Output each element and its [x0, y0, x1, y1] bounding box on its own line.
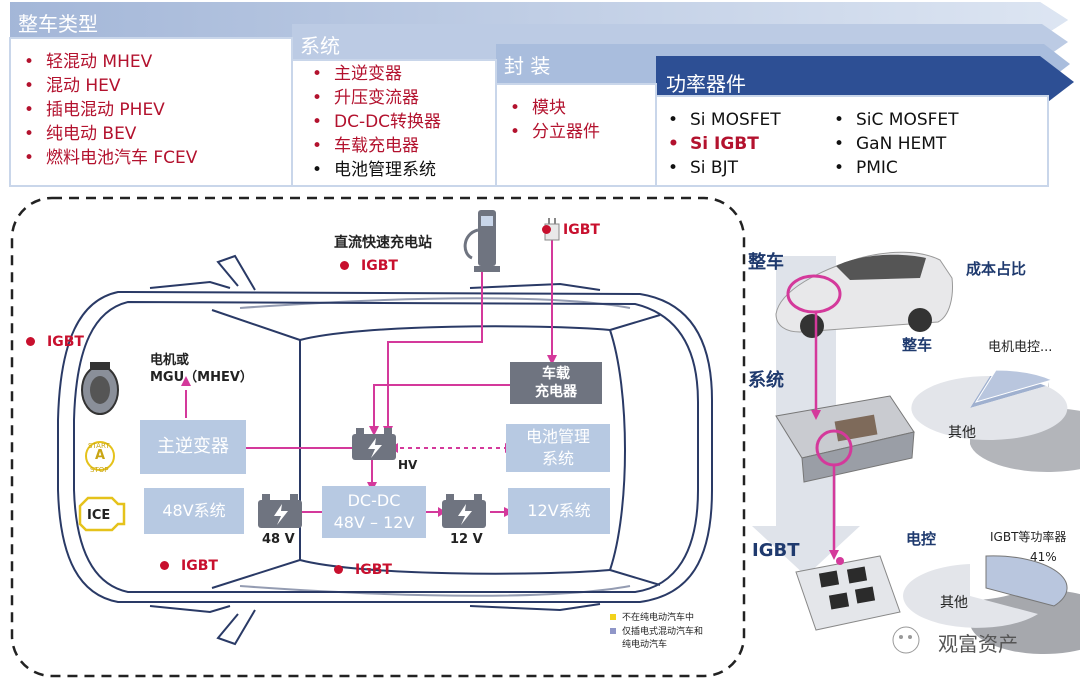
igbt-dot	[542, 224, 551, 234]
list-item: 主逆变器	[310, 62, 441, 86]
12v-system-box: 12V系统	[508, 488, 610, 534]
pie1-other-label: 其他	[948, 425, 976, 441]
system-label: 系统	[748, 370, 784, 391]
pie1-slice-label: 电机电控...	[988, 340, 1053, 355]
package-list: 模块 分立器件	[508, 96, 600, 144]
list-item: 插电混动 PHEV	[22, 98, 197, 122]
igbt-label-48v: IGBT	[160, 558, 218, 574]
onboard-charger-box: 车载 充电器	[510, 362, 602, 404]
pie2-other-label: 其他	[940, 595, 968, 611]
system-title: 系统	[300, 34, 340, 58]
list-item: 升压变流器	[310, 86, 441, 110]
list-item: 纯电动 BEV	[22, 122, 197, 146]
dc-station-label: 直流快速充电站	[334, 235, 432, 251]
start-label: START	[88, 442, 110, 450]
vehicle-type-list: 轻混动 MHEV 混动 HEV 插电混动 PHEV 纯电动 BEV 燃料电池汽车…	[22, 50, 197, 170]
pie2-slice-label: IGBT等功率器	[990, 530, 1067, 544]
list-item: GaN HEMT	[832, 132, 959, 156]
pie2-slice-percent: 41%	[1030, 550, 1057, 564]
engine-icon	[78, 496, 126, 532]
pie1-title: 整车	[902, 336, 933, 354]
watermark-icon	[892, 626, 920, 654]
list-item: SiC MOSFET	[832, 108, 959, 132]
12v-battery-label: 12 V	[450, 532, 483, 547]
igbt-label-motor: IGBT	[26, 334, 84, 350]
igbt-label-charger-station: IGBT	[340, 258, 398, 274]
list-item: 分立器件	[508, 120, 600, 144]
legend-swatch-purple	[610, 628, 616, 634]
igbt-module-image	[795, 555, 901, 631]
package-title: 封 装	[504, 54, 551, 78]
list-item: Si BJT	[666, 156, 781, 180]
legend-item-3: 纯电动汽车	[622, 640, 668, 650]
bms-box: 电池管理 系统	[506, 424, 610, 472]
igbt-dot	[160, 560, 169, 570]
motor-label: 电机或 MGU（MHEV）	[150, 353, 253, 385]
legend-swatch-yellow	[610, 614, 616, 620]
igbt-dot	[334, 564, 343, 574]
list-item: Si IGBT	[666, 132, 781, 156]
igbt-module-label: IGBT	[752, 540, 800, 561]
ice-label: ICE	[87, 508, 111, 523]
igbt-label-dcdc: IGBT	[334, 562, 392, 578]
list-item: 燃料电池汽车 FCEV	[22, 146, 197, 170]
list-item: 电池管理系统	[310, 158, 441, 182]
power-device-title: 功率器件	[666, 72, 746, 96]
pie-chart-controller	[903, 555, 1080, 654]
vehicle-type-title: 整车类型	[18, 12, 98, 36]
vehicle-label: 整车	[748, 252, 784, 273]
48v-system-box: 48V系统	[144, 488, 244, 534]
inverter-image	[775, 395, 915, 483]
right-panel-graphics	[752, 251, 1080, 654]
cost-share-title: 成本占比	[966, 260, 1027, 278]
hv-label: HV	[398, 458, 418, 472]
motor-icon	[81, 362, 119, 415]
charging-station-icon	[463, 210, 500, 272]
stop-label: STOP	[90, 466, 109, 474]
48v-battery-label: 48 V	[262, 532, 295, 547]
inverter-box: 主逆变器	[140, 420, 246, 474]
igbt-dot	[26, 336, 35, 346]
list-item: 车载充电器	[310, 134, 441, 158]
list-item: 混动 HEV	[22, 74, 197, 98]
dcdc-box: DC-DC 48V – 12V	[322, 486, 426, 538]
car-outline	[10, 196, 746, 678]
list-item: Si MOSFET	[666, 108, 781, 132]
pie-chart-vehicle	[911, 369, 1080, 472]
start-stop-icon	[85, 441, 115, 471]
list-item: 模块	[508, 96, 600, 120]
list-item: DC-DC转换器	[310, 110, 441, 134]
igbt-dot	[340, 260, 349, 270]
watermark-text: 观富资产	[938, 632, 1018, 656]
system-list: 主逆变器 升压变流器 DC-DC转换器 车载充电器 电池管理系统	[310, 62, 441, 182]
legend-item-2: 仅插电式混动汽车和	[622, 627, 704, 637]
list-item: PMIC	[832, 156, 959, 180]
list-item: 轻混动 MHEV	[22, 50, 197, 74]
power-device-list-1: Si MOSFET Si IGBT Si BJT	[666, 108, 781, 180]
battery-48v-icon	[258, 494, 302, 528]
battery-12v-icon	[442, 494, 486, 528]
car-image	[775, 251, 953, 338]
hv-battery-icon	[352, 428, 396, 460]
igbt-label-plug: IGBT	[542, 222, 600, 238]
legend-item-1: 不在纯电动汽车中	[622, 613, 695, 623]
start-stop-letter: A	[95, 448, 106, 463]
pie2-title: 电控	[906, 530, 937, 548]
power-device-list-2: SiC MOSFET GaN HEMT PMIC	[832, 108, 959, 180]
